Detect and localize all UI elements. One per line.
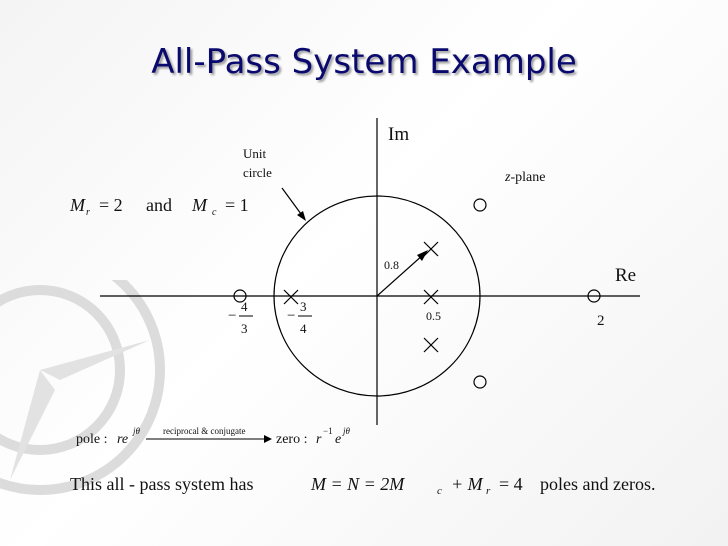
svg-text:jθ: jθ (342, 426, 351, 436)
pole-lower (423, 337, 439, 353)
im-axis-label: Im (388, 124, 409, 145)
svg-text:re: re (117, 432, 128, 447)
mark-half: 0.5 (426, 309, 441, 323)
svg-text:This all - pass system has: This all - pass system has (70, 474, 253, 494)
svg-text:M: M (69, 195, 86, 215)
summary-sentence: This all - pass system has M = N = 2M c … (70, 474, 655, 497)
svg-text:poles and zeros.: poles and zeros. (540, 474, 655, 494)
svg-text:pole :: pole : (76, 432, 108, 447)
svg-text:= 1: = 1 (225, 195, 249, 215)
unit-circle-label-line1: Unit (243, 146, 267, 161)
svg-text:zero :: zero : (276, 432, 307, 447)
svg-text:e: e (335, 432, 341, 447)
svg-text:−: − (287, 308, 295, 324)
slide-title: All-Pass System Example (151, 42, 577, 82)
unit-circle-pointer-head (297, 211, 306, 221)
svg-text:3: 3 (241, 321, 248, 336)
re-axis-label: Re (615, 265, 636, 286)
mr-mc-equation: M r = 2 and M c = 1 (69, 195, 249, 218)
svg-text:−: − (228, 308, 236, 324)
svg-text:3: 3 (300, 299, 307, 314)
pole-upper (423, 241, 439, 257)
fraction-neg-three-quarters: − 3 4 (287, 299, 312, 336)
pole-half (423, 289, 439, 305)
radius-label: 0.8 (384, 258, 399, 272)
compass-watermark-icon (0, 280, 165, 495)
zero-upper (473, 198, 487, 212)
mark-two: 2 (597, 313, 605, 329)
svg-text:jθ: jθ (132, 426, 141, 436)
svg-text:r: r (486, 485, 491, 497)
z-plane-label: z-plane (504, 170, 545, 185)
zero-lower (473, 375, 487, 389)
svg-text:+ M: + M (451, 474, 484, 494)
svg-text:M: M (191, 195, 208, 215)
svg-text:and: and (146, 195, 172, 215)
zero-neg-four-thirds (233, 289, 247, 303)
svg-text:c: c (437, 485, 442, 497)
fraction-neg-four-thirds: − 4 3 (228, 299, 253, 336)
svg-text:r: r (316, 432, 322, 447)
svg-text:−1: −1 (323, 426, 333, 436)
svg-text:r: r (86, 207, 90, 218)
unit-circle (273, 195, 481, 397)
svg-text:4: 4 (300, 321, 307, 336)
svg-text:= 4: = 4 (499, 474, 523, 494)
svg-text:reciprocal & conjugate: reciprocal & conjugate (163, 426, 245, 436)
svg-text:M = N = 2M: M = N = 2M (310, 474, 405, 494)
radius-arrow (376, 253, 425, 297)
radius-arrow-head (417, 250, 428, 261)
svg-text:4: 4 (241, 299, 248, 314)
zero-two (587, 289, 601, 303)
svg-text:= 2: = 2 (99, 195, 123, 215)
pole-neg-three-quarters (283, 289, 299, 305)
svg-text:c: c (212, 207, 217, 218)
unit-circle-label-line2: circle (243, 165, 272, 180)
pole-zero-mapping: pole : re jθ reciprocal & conjugate zero… (76, 426, 351, 447)
